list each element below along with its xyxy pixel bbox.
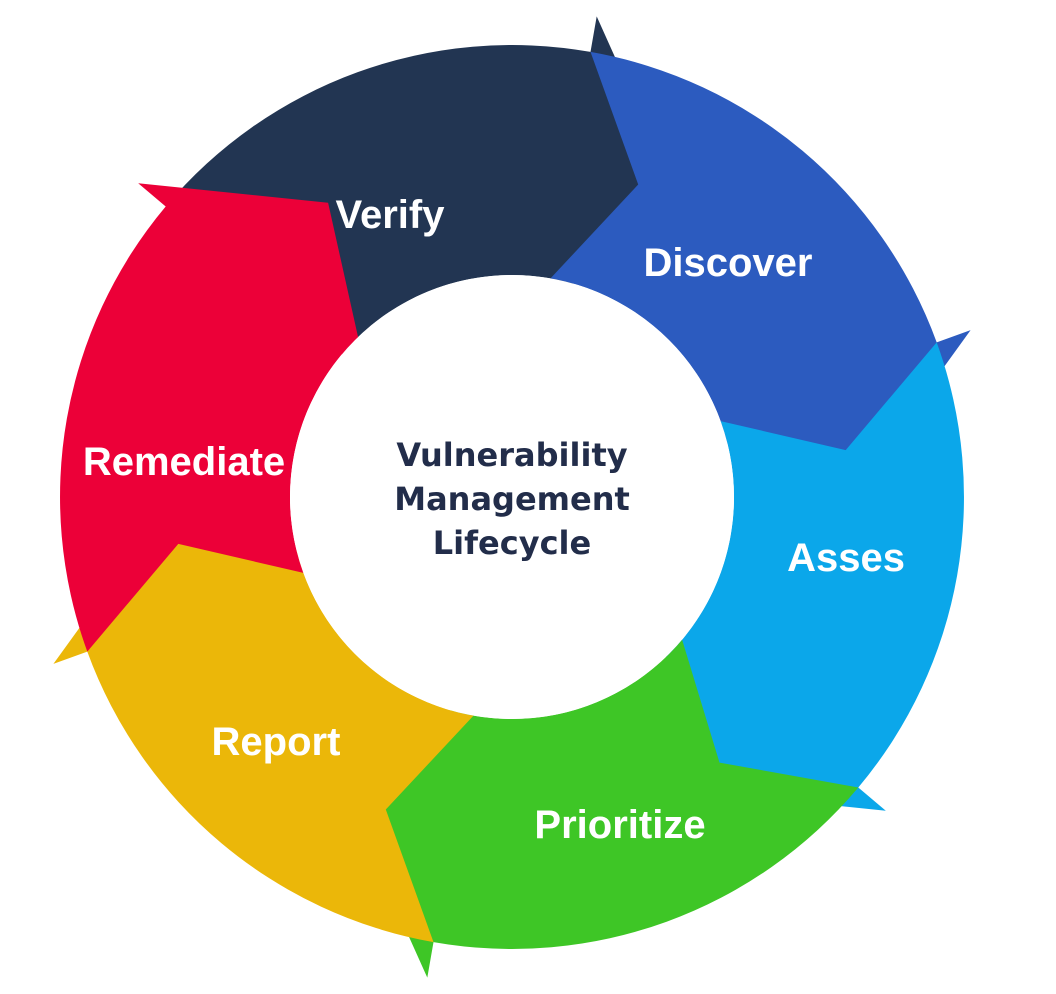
stage-label-verify: Verify (336, 193, 446, 237)
center-title-line-3: Lifecycle (433, 524, 591, 562)
arrow-remediate (60, 183, 367, 652)
stage-labels: Verify Discover Asses Prioritize Report … (83, 193, 905, 847)
arrow-ring (53, 16, 971, 978)
arrow-discover (550, 51, 971, 485)
arrow-verify (165, 16, 675, 355)
stage-label-asses: Asses (787, 536, 905, 580)
stage-label-report: Report (212, 720, 341, 764)
stage-label-prioritize: Prioritize (534, 803, 705, 847)
arrow-prioritize (349, 639, 859, 978)
arrow-asses (657, 342, 964, 811)
center-title-line-1: Vulnerability (396, 436, 627, 474)
center-circle: Vulnerability Management Lifecycle (290, 275, 734, 719)
stage-label-discover: Discover (644, 241, 813, 285)
arrow-report (53, 509, 474, 943)
center-title-line-2: Management (394, 480, 630, 518)
stage-label-remediate: Remediate (83, 440, 285, 484)
